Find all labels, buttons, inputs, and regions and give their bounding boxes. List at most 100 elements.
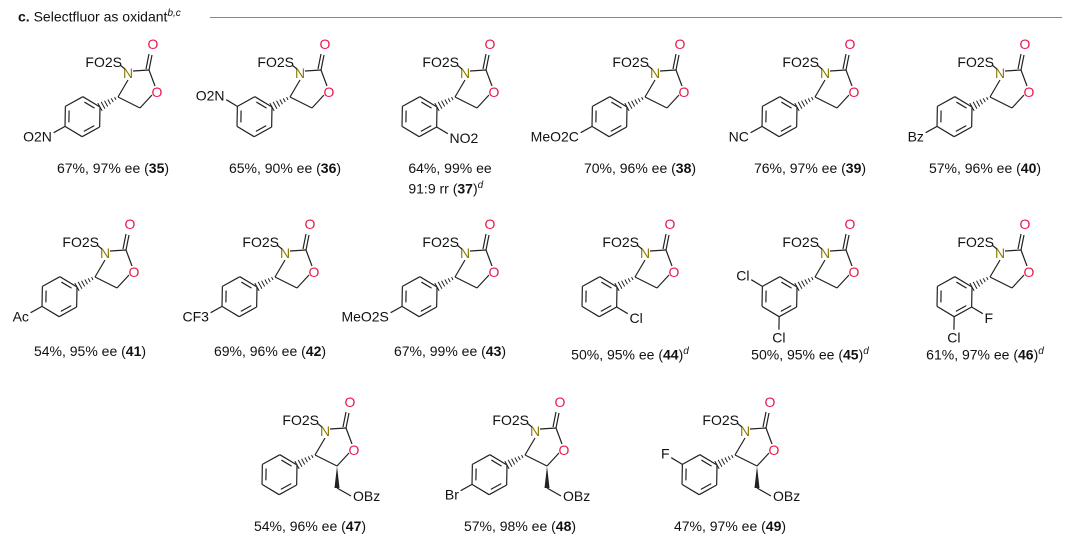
c4-n-bond [117, 79, 129, 98]
n-c2-bond [649, 249, 667, 252]
hashed-bond [257, 281, 263, 289]
ring-oxygen: O [559, 442, 570, 458]
n-s-bond [291, 64, 298, 70]
ring-oxygen: O [129, 264, 140, 280]
fluorosulfonyl-label: FO2S [702, 412, 739, 428]
benzene-bond [488, 484, 507, 496]
o1-c5-bond [476, 94, 490, 109]
ch2-o-bond [336, 487, 352, 497]
benzene-bond [237, 96, 256, 107]
hashed-bond [979, 279, 983, 285]
benzene-bond [418, 306, 437, 318]
o1-c5-bond [656, 274, 670, 289]
hashed-bond [972, 101, 978, 109]
benzoyloxy-label: OBz [563, 488, 590, 504]
ee: 95% ee [606, 346, 655, 363]
benzene-double-bond [781, 281, 792, 289]
nitrogen-atom: N [820, 65, 830, 81]
substituent-bond [225, 99, 238, 107]
ee: 95% ee [69, 343, 118, 359]
substituent-label: MeO2C [531, 129, 579, 145]
ch2-o-bond [546, 487, 562, 497]
footnote: d [683, 346, 689, 357]
n-s-bond [636, 244, 643, 250]
ring-oxygen: O [669, 264, 680, 280]
yield: 50% [751, 346, 780, 363]
hashed-bond [521, 454, 524, 459]
benzene-bond [261, 483, 280, 496]
benzene-bond [761, 305, 780, 318]
n-c2-bond [289, 249, 307, 252]
hashed-bond [986, 96, 989, 101]
hashed-bond [507, 459, 513, 467]
benzene-double-bond [61, 281, 72, 289]
fluorosulfonyl-label: FO2S [242, 234, 279, 250]
carbonyl-bond [482, 233, 487, 250]
c4-n-bond [289, 79, 301, 98]
benzene-bond [471, 483, 490, 496]
hashed-bond [621, 280, 626, 287]
substituent-bond [925, 125, 938, 134]
benzene-bond [599, 276, 618, 288]
substituent-label: Cl [772, 330, 785, 346]
carbonyl-bond [317, 53, 322, 70]
hashed-bond [311, 454, 314, 459]
hashed-bond [77, 281, 83, 289]
hashed-bond [297, 459, 303, 467]
yield: 50% [571, 346, 600, 363]
benzene-double-bond [281, 459, 292, 467]
benzene-bond [778, 126, 797, 138]
hashed-bond [264, 279, 268, 285]
benzene-double-bond [240, 305, 252, 312]
compound-caption: 76%, 97% ee (39) [753, 160, 867, 176]
hashed-bond [811, 276, 814, 281]
fluorosulfonyl-label: FO2S [422, 234, 459, 250]
compound-number: 46 [1018, 346, 1034, 363]
regio-ratio: 91:9 rr [408, 180, 449, 197]
benzene-bond [418, 126, 437, 138]
n-s-bond [816, 64, 823, 70]
compound-number: 38 [675, 160, 692, 176]
hashed-bond [986, 276, 989, 281]
substituent-label: O2N [23, 129, 52, 145]
compound-number: 44 [663, 346, 679, 363]
benzene-double-bond [241, 281, 252, 289]
benzene-bond [401, 125, 420, 138]
carbonyl-bond [845, 234, 850, 251]
benzene-bond [239, 276, 258, 288]
carbonyl-bond [145, 53, 150, 70]
n-c2-bond [469, 69, 487, 72]
benzene-double-bond [280, 483, 292, 490]
compound-caption: 54%, 95% ee (41) [33, 343, 147, 359]
benzene-bond [699, 454, 718, 466]
substituent-bond [580, 125, 593, 134]
substituent-label: Cl [736, 268, 749, 284]
benzene-bond [761, 125, 780, 138]
n-c2-bond [132, 69, 150, 72]
n-c2-bond [829, 69, 847, 72]
nitrogen-atom: N [460, 65, 470, 81]
benzoyloxy-label: OBz [773, 488, 800, 504]
n-c2-bond [329, 427, 347, 430]
compound-caption: 47%, 97% ee (49) [673, 518, 787, 534]
ring-oxygen: O [1024, 264, 1035, 280]
fluorosulfonyl-label: FO2S [257, 54, 294, 70]
ring-oxygen: O [324, 84, 335, 100]
hashed-bond [444, 279, 448, 285]
benzene-double-bond [956, 101, 967, 109]
fluorosulfonyl-label: FO2S [782, 234, 819, 250]
carbonyl-bond [482, 53, 487, 70]
n-c2-bond [304, 69, 322, 72]
substituent-label: F [661, 446, 670, 462]
hashed-bond [631, 276, 634, 281]
header-divider [210, 17, 1062, 18]
benzene-bond [236, 125, 255, 138]
o1-c5-bond [546, 452, 560, 467]
n-c2-bond [539, 427, 557, 430]
c5-c4-bond [454, 96, 478, 109]
yield: 54% [33, 343, 62, 359]
